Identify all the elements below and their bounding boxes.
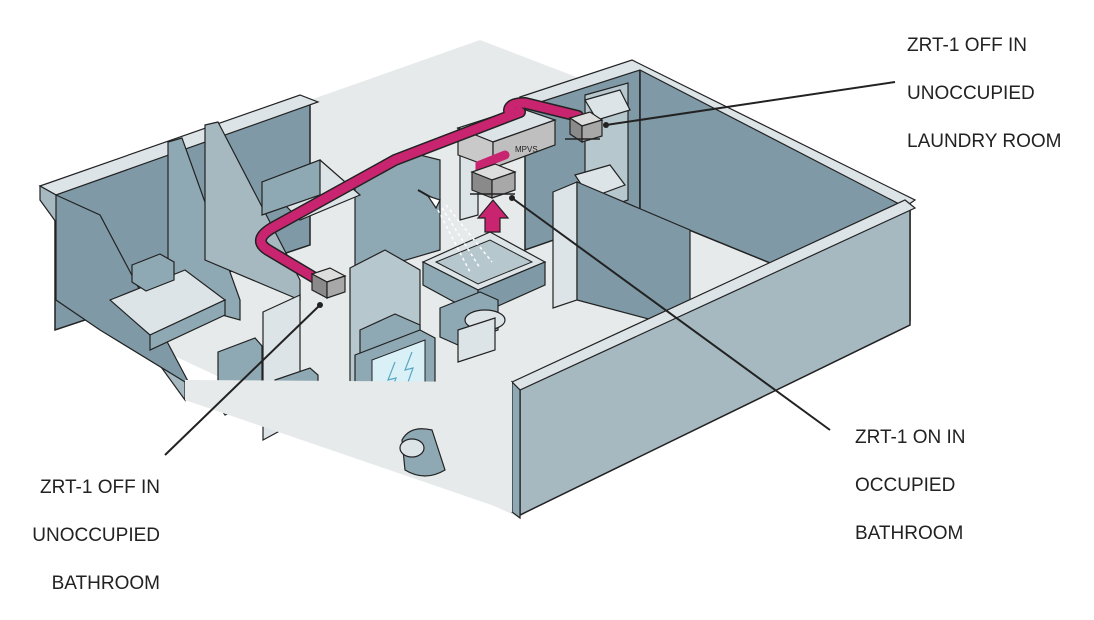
callout-unocc-bath-line-3: BATHROOM — [51, 573, 160, 594]
mpvs-label: MPVS — [515, 145, 538, 154]
leader-line-laundry — [603, 81, 896, 128]
shower-head-icon — [417, 189, 493, 273]
callout-occupied-line-3: BATHROOM — [855, 523, 964, 544]
toilet-front-bowl — [399, 438, 425, 458]
callout-occupied-bathroom: ZRT-1 ON IN OCCUPIED BATHROOM — [855, 402, 966, 570]
callout-unocc-bath-line-2: UNOCCUPIED — [32, 525, 160, 546]
partition-wall-4 — [552, 181, 578, 309]
zrt-unit-occupied — [470, 163, 517, 199]
nightstand — [131, 253, 175, 292]
callout-unoccupied-bathroom: ZRT-1 OFF IN UNOCCUPIED BATHROOM — [18, 452, 160, 620]
house-cutaway-diagram: MPVS — [38, 40, 917, 520]
callout-laundry-line-1: ZRT-1 OFF IN — [907, 35, 1027, 56]
leader-line-unoccupied-bath — [164, 302, 323, 456]
zrt-unit-laundry — [565, 111, 604, 144]
callout-laundry-line-3: LAUNDRY ROOM — [907, 131, 1062, 152]
callout-occupied-line-1: ZRT-1 ON IN — [855, 427, 966, 448]
outer-wall-front-end — [511, 380, 521, 520]
supply-duct-fill — [256, 98, 583, 283]
zrt-unit-unoccupied-bath — [310, 267, 347, 299]
callout-laundry-room: ZRT-1 OFF IN UNOCCUPIED LAUNDRY ROOM — [907, 10, 1062, 178]
callout-occupied-line-2: OCCUPIED — [855, 475, 956, 496]
leader-line-occupied — [509, 195, 831, 431]
airflow-up-arrow-icon — [476, 199, 510, 233]
callout-laundry-line-2: UNOCCUPIED — [907, 83, 1035, 104]
toilet-right-base — [457, 317, 496, 363]
callout-unocc-bath-line-1: ZRT-1 OFF IN — [40, 477, 160, 498]
front-floor-room — [185, 382, 512, 512]
bed-side — [149, 299, 226, 351]
bathtub-inner — [434, 239, 534, 285]
